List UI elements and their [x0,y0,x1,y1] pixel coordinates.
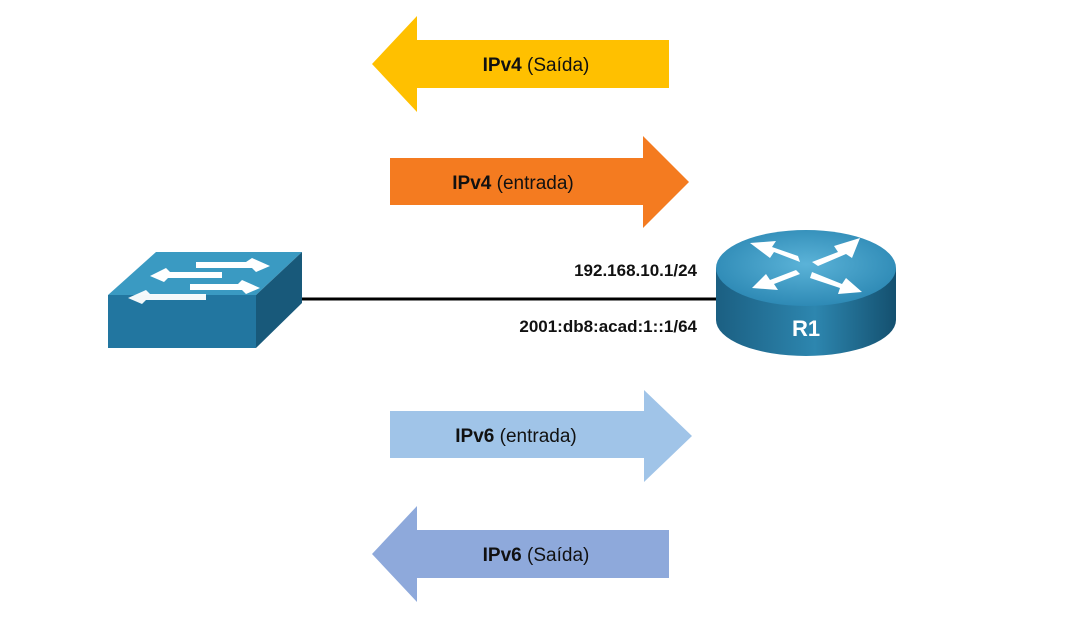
router-name: R1 [792,316,820,341]
switch-icon [108,252,302,348]
arrow-label: IPv4 (entrada) [452,173,573,194]
arrow-label: IPv6 (entrada) [455,426,576,447]
arrow-direction: (entrada) [500,426,577,447]
ipv4-outbound-arrow: IPv4 (Saída) [372,16,669,112]
ipv6-address: 2001:db8:acad:1::1/64 [519,317,697,336]
arrow-shape [372,506,669,602]
ipv4-inbound-arrow: IPv4 (entrada) [390,136,689,228]
router-arrows [750,238,862,294]
switch-arrows [128,258,270,304]
arrow-protocol: IPv6 [455,426,494,447]
ipv6-inbound-arrow: IPv6 (entrada) [390,390,692,482]
arrow-shape [390,390,692,482]
arrow-protocol: IPv6 [483,545,522,566]
arrow-direction: (Saída) [527,55,589,76]
arrow-protocol: IPv4 [452,173,492,194]
router-icon: R1 [716,230,896,356]
arrow-protocol: IPv4 [483,55,523,76]
arrow-direction: (entrada) [497,173,574,194]
arrow-label: IPv4 (Saída) [483,55,590,76]
arrow-direction: (Saída) [527,545,589,566]
arrow-label: IPv6 (Saída) [483,545,590,566]
ipv6-outbound-arrow: IPv6 (Saída) [372,506,669,602]
arrow-shape [390,136,689,228]
arrow-shape [372,16,669,112]
ipv4-address: 192.168.10.1/24 [574,261,697,280]
